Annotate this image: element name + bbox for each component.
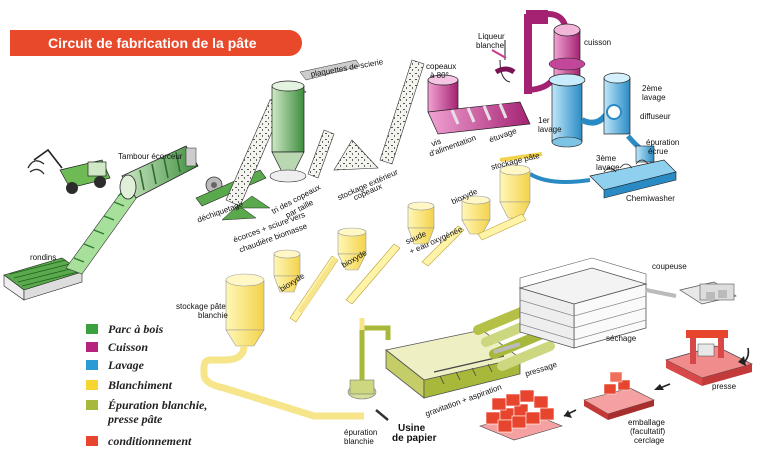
label-lavage1-2: lavage: [538, 125, 562, 134]
label-copeaux80-2: à 80°: [430, 71, 449, 80]
legend-swatch: [86, 400, 98, 410]
legend-label: Lavage: [108, 358, 144, 372]
title-banner: [10, 30, 302, 56]
diagram-title: Circuit de fabrication de la pâte: [48, 35, 257, 51]
label-cuisson: cuisson: [584, 38, 612, 47]
label-sechage: séchage: [606, 334, 637, 343]
label-lavage3: 3ème: [596, 154, 617, 163]
label-usine: Usine: [398, 423, 426, 434]
legend-label: Parc à bois: [108, 322, 164, 336]
label-coupeuse: coupeuse: [652, 262, 687, 271]
legend-label: Épuration blanchie,: [108, 398, 208, 412]
label-lavage1: 1er: [538, 116, 550, 125]
label-usine-2: de papier: [392, 433, 437, 444]
label-presse: presse: [712, 382, 737, 391]
legend-swatch: [86, 436, 98, 446]
label-diffuseur: diffuseur: [640, 112, 671, 121]
legend-label-2: presse pâte: [108, 412, 163, 426]
label-stockage-blanchie: stockage pâte: [176, 302, 226, 311]
bale-pallets: [479, 389, 577, 441]
log-pile: [3, 257, 83, 301]
legend-swatch: [86, 342, 98, 352]
label-rondins: rondins: [30, 253, 57, 262]
label-liqueur: Liqueur: [478, 32, 505, 41]
cooking-section: [427, 10, 586, 135]
chip-piles: [221, 139, 379, 221]
chip-screen-silo: [269, 80, 307, 183]
dryer: [493, 257, 677, 354]
bale-press: [665, 330, 753, 386]
legend-label: conditionnement: [108, 434, 192, 448]
log-loader-truck: [27, 148, 111, 194]
label-emballage-3: cerclage: [634, 436, 665, 445]
transfer-pipes: [297, 256, 365, 330]
legend-swatch: [86, 324, 98, 334]
label-chemiwasher: Chemiwasher: [626, 194, 675, 203]
label-epuration-2: écrue: [648, 147, 669, 156]
label-stockage-blanchie-2: blanchie: [198, 311, 228, 320]
label-lavage2: 2ème: [642, 84, 663, 93]
label-emballage-2: (facultatif): [630, 427, 666, 436]
label-copeaux80: copeaux: [426, 62, 457, 71]
chip-conveyors: [225, 59, 425, 207]
legend-swatch: [86, 380, 98, 390]
cutter-and-bales: [679, 281, 737, 305]
legend-swatch: [86, 360, 98, 370]
label-emballage: emballage: [628, 418, 665, 427]
label-epuration-blanchie: épuration: [344, 428, 378, 437]
label-lavage3-2: lavage: [596, 163, 620, 172]
label-liqueur-2: blanche: [476, 41, 505, 50]
packaging-units: [583, 371, 671, 420]
label-epuration-blanchie-2: blanchie: [344, 437, 374, 446]
legend-label: Blanchiment: [108, 378, 173, 392]
label-tambour: Tambour écorceur: [118, 152, 183, 161]
legend-label: Cuisson: [108, 340, 149, 354]
label-epuration: épuration: [646, 138, 680, 147]
washing-section: [528, 72, 677, 199]
label-lavage2-2: lavage: [642, 93, 666, 102]
